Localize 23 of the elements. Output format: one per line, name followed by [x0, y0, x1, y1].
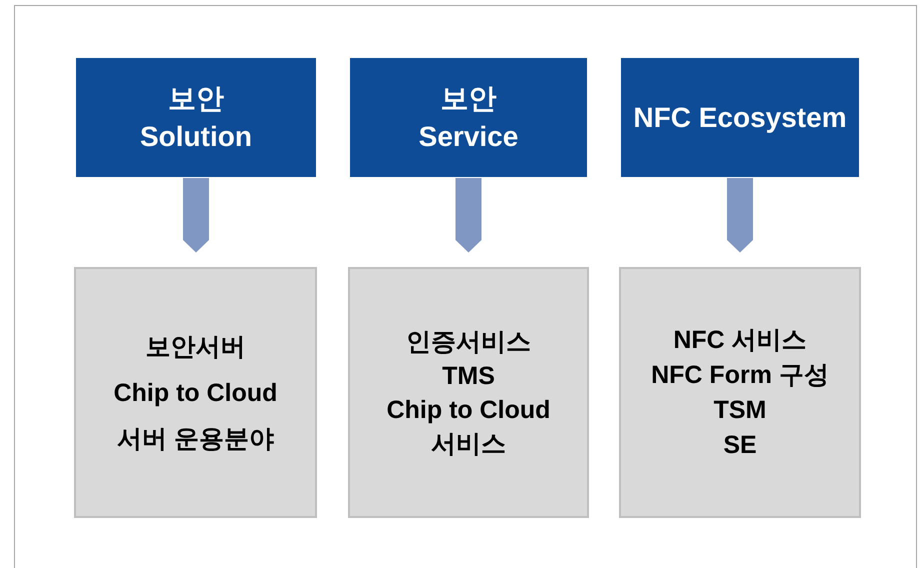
down-arrow — [456, 178, 482, 253]
box-text: TMS — [442, 360, 495, 392]
box-text: SE — [723, 430, 757, 460]
content-box — [619, 267, 861, 518]
box-text: 보안 Service — [418, 82, 520, 154]
box-text: 서비스 — [431, 428, 506, 460]
content-box — [348, 267, 589, 518]
down-arrow — [183, 178, 209, 253]
box-text: 보안서버 — [146, 332, 246, 362]
box-text: NFC Ecosystem — [633, 100, 847, 135]
box-text: TSM — [714, 394, 766, 426]
box-text: 보안 Solution — [139, 82, 253, 154]
title-box — [76, 58, 316, 177]
box-text: Chip to Cloud — [386, 394, 550, 426]
box-text: NFC Form 구성 — [651, 360, 829, 390]
box-text: Chip to Cloud — [114, 378, 278, 408]
box-text: NFC 서비스 — [673, 324, 807, 356]
content-box — [74, 267, 317, 518]
title-box — [621, 58, 859, 177]
box-text: 인증서비스 — [406, 326, 531, 358]
down-arrow — [727, 178, 753, 253]
title-box — [350, 58, 587, 177]
box-text: 서버 운용분야 — [117, 424, 274, 454]
